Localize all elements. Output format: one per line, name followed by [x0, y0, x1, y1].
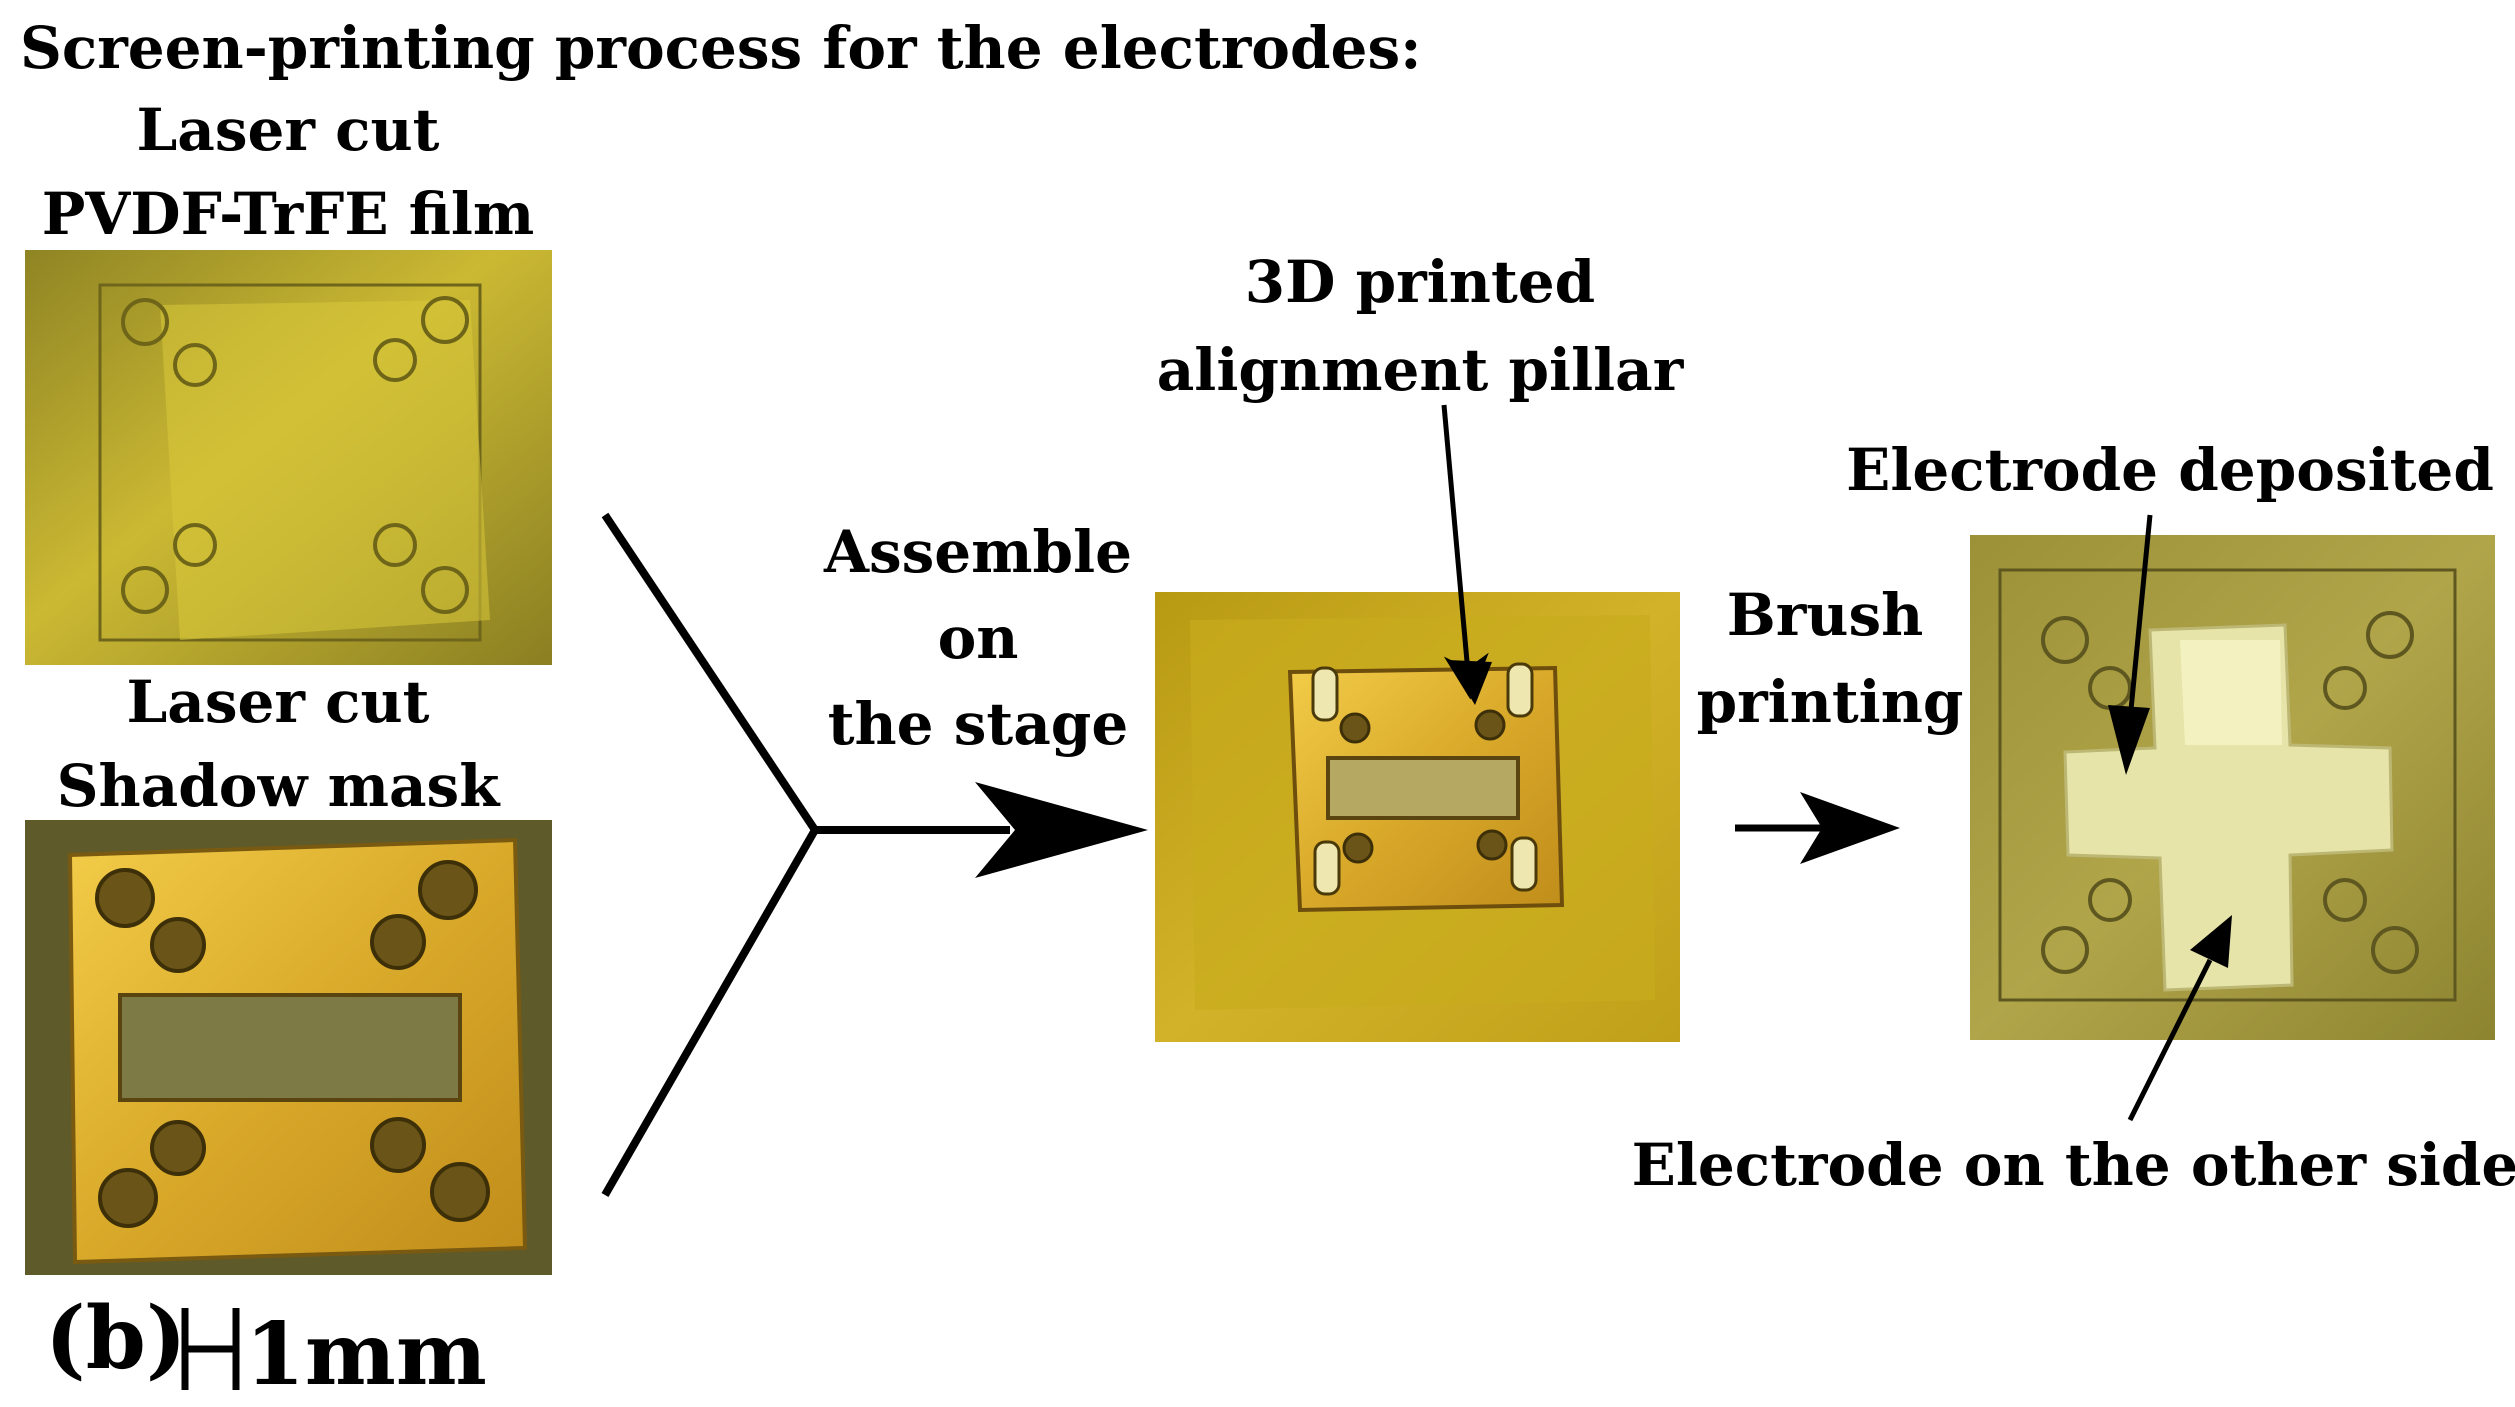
assemble-arrowhead-icon: [975, 782, 1148, 878]
assemble-label-line2: on: [938, 604, 1019, 672]
deposited-pointer-line: [2127, 514, 2153, 721]
alignment-pillar-icons: [1311, 662, 1538, 896]
figure-heading: Screen-printing process for the electrod…: [20, 14, 1422, 82]
panel-label: (b): [45, 1288, 187, 1389]
other-side-pointer-line: [2127, 958, 2213, 1122]
film-label-line1: Laser cut: [137, 96, 440, 164]
brush-label-line2: printing: [1697, 668, 1964, 736]
scale-bar-icon: [181, 1308, 240, 1390]
electrode-deposited-label: Electrode deposited: [1846, 436, 2494, 504]
electrode-result-photo: [1970, 535, 2495, 1040]
merge-lines: [601, 512, 1010, 1197]
deposited-arrowhead-icon: [2108, 705, 2150, 775]
pillar-pointer-arrow: [1441, 404, 1489, 700]
brush-arrowhead-icon: [1800, 792, 1900, 864]
film-label-line2: PVDF-TrFE film: [42, 180, 535, 248]
brush-label-line1: Brush: [1727, 581, 1924, 649]
mask-label-line1: Laser cut: [127, 668, 430, 736]
pillar-label-line2: alignment pillar: [1157, 336, 1685, 404]
assemble-label-line3: the stage: [828, 690, 1129, 758]
pvdf-film-photo: [25, 250, 552, 665]
mask-label-line2: Shadow mask: [57, 752, 502, 820]
pillar-arrowhead-icon: [1448, 660, 1492, 705]
assembled-stage-photo: [1155, 592, 1680, 1042]
pillar-label-line1: 3D printed: [1245, 248, 1595, 316]
shadow-mask-photo: [25, 820, 552, 1275]
other-side-arrowhead-icon: [2190, 915, 2232, 968]
electrode-other-side-label: Electrode on the other side: [1632, 1131, 2515, 1199]
scale-bar-label: 1mm: [245, 1304, 487, 1405]
assemble-label-line1: Assemble: [823, 518, 1132, 586]
